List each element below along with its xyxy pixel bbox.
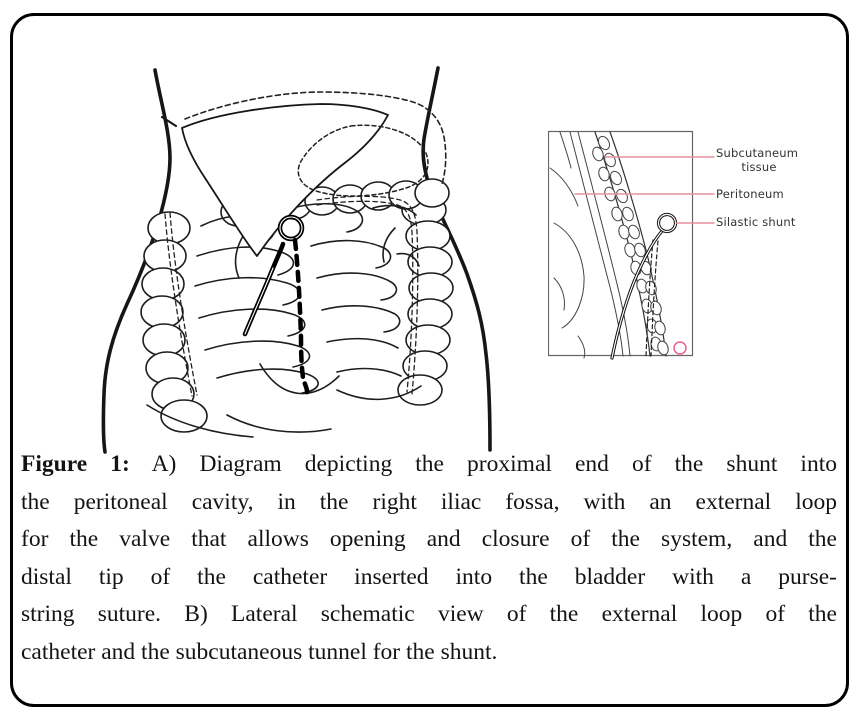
figure-border [10,13,849,707]
label-subcutaneum-tissue: Subcutaneum tissue [716,146,802,174]
stomach-dashed [298,125,428,196]
peritoneum-layer-lines [560,132,630,356]
shunt-catheter-b [612,231,662,358]
caption-line-1: Figure 1: A) Diagram depicting the proxi… [21,446,837,484]
caption-line-1-text: A) Diagram depicting the proximal end of… [151,451,837,477]
tunnel-dashed-right [317,196,418,394]
shunt-external-loop [280,217,302,239]
shunt-catheter-solid [245,244,283,334]
caption-figure-label: Figure 1: [21,451,130,477]
label-subcutaneum-line2: tissue [741,160,777,174]
label-peritoneum: Peritoneum [716,187,784,201]
caption-line-2: the peritoneal cavity, in the right ilia… [21,488,837,515]
peritoneal-cavity-lines [550,168,585,358]
tunnel-dashed-left [165,213,197,396]
pelvis-and-bladder [147,364,421,437]
small-intestine [195,204,419,393]
liver [182,104,388,256]
body-outline [103,68,490,452]
descending-colon [398,195,453,405]
leader-lines [575,157,714,223]
panel-a-abdominal-diagram [85,58,505,458]
suture-circle [674,342,686,354]
panel-b-lateral-diagram [548,128,715,362]
label-subcutaneum-line1: Subcutaneum [716,146,799,160]
ascending-colon [141,212,207,432]
shunt-catheter-dashed [295,240,307,396]
caption-line-3: for the valve that allows opening and cl… [21,526,837,552]
tunnel-dashed-b [646,240,658,356]
figure-caption: Figure 1: A) Diagram depicting the proxi… [21,446,837,671]
caption-line-4: distal tip of the catheter inserted into… [21,563,837,590]
label-silastic-shunt: Silastic shunt [716,215,796,229]
caption-line-6: catheter and the subcutaneous tunnel for… [21,638,498,665]
costal-margin-dashed [185,92,446,184]
caption-line-5: string suture. B) Lateral schematic view… [21,601,837,627]
